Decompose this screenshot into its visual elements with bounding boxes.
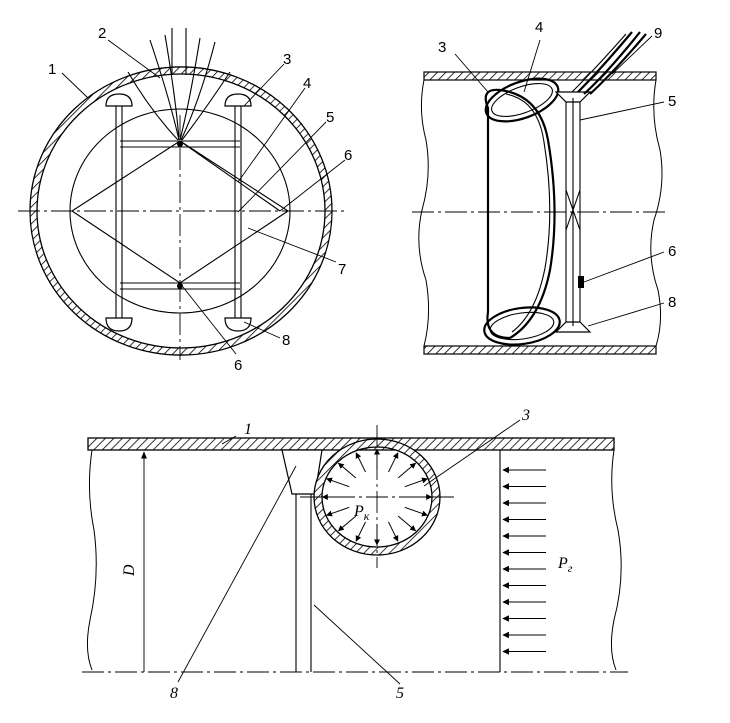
pg-arrows [502,466,546,655]
pk-arrow [325,477,350,488]
longitudinal-view: 3 4 9 5 6 8 [412,19,676,355]
label-8: 8 [170,685,178,702]
label-6-bottom: 6 [234,357,242,374]
pk-arrow [397,515,417,532]
label-9: 9 [654,25,662,42]
pk-arrow [325,506,350,517]
label-7: 7 [338,261,346,278]
pk-arrow [355,521,366,542]
label-6-right: 6 [344,147,352,164]
label-2: 2 [98,25,106,42]
pk-arrow [404,477,429,488]
label-3: 3 [283,51,291,68]
pressure-detail-view: D Pк Pг 1 3 8 5 [82,407,628,702]
label-4: 4 [303,75,311,92]
label-1: 1 [244,421,252,438]
pk-arrow [388,452,399,473]
label-3: 3 [438,39,446,56]
label-5: 5 [396,685,404,702]
label-pk: Pк [353,503,370,523]
label-5: 5 [326,109,334,126]
top-wall [423,71,657,81]
pk-arrow [355,452,366,473]
pk-arrow [388,521,399,542]
cross-section-view: 1 2 3 4 5 6 7 8 6 [18,25,352,374]
label-5: 5 [668,93,676,110]
label-8: 8 [668,294,676,311]
pk-arrow [337,462,357,479]
label-8: 8 [282,332,290,349]
label-3: 3 [521,407,530,424]
bottom-wall [423,345,657,355]
label-d: D [121,564,138,577]
pk-arrow [397,462,417,479]
label-1: 1 [48,61,56,78]
label-4: 4 [535,19,543,36]
pk-arrows [321,448,433,546]
label-6: 6 [668,243,676,260]
label-pg: Pг [557,555,573,575]
pk-arrow [337,515,357,532]
pk-arrow [404,506,429,517]
